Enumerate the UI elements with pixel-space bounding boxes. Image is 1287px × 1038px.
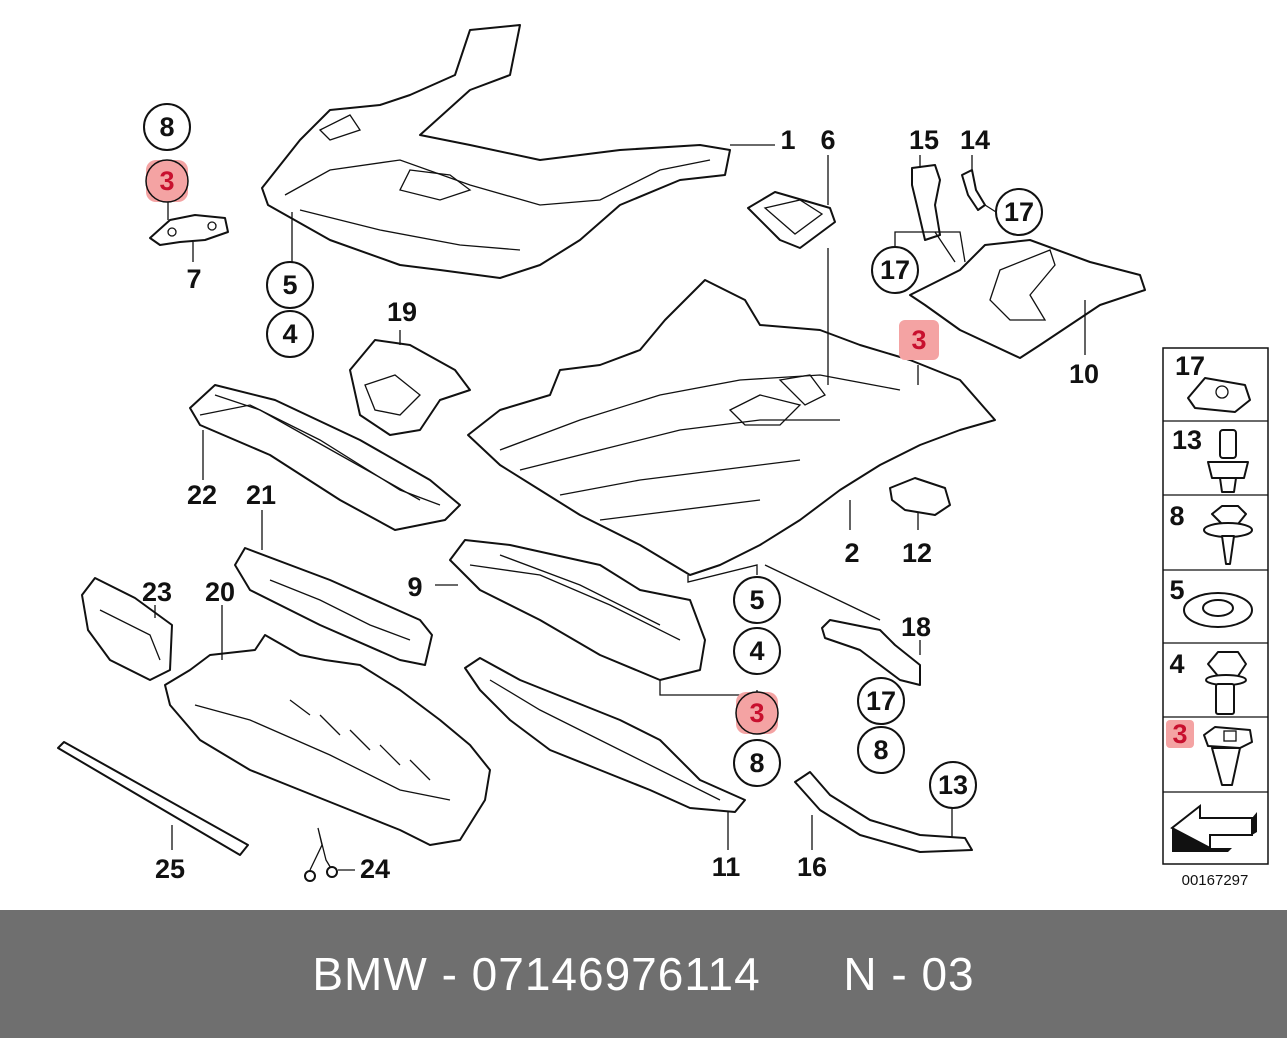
callout-9: 9 — [407, 572, 422, 602]
callout-8-circle-bottom: 8 — [733, 739, 781, 787]
legend-label-13: 13 — [1172, 425, 1202, 455]
callout-8-circle-right: 8 — [857, 726, 905, 774]
part-22-cross-member — [189, 384, 461, 531]
part-1-underbody-shield — [261, 24, 731, 279]
callout-15: 15 — [909, 125, 939, 155]
part-10-side-shield — [909, 239, 1146, 359]
part-2-main-underbody-shield — [467, 279, 996, 576]
part-23-deflector — [81, 577, 173, 681]
legend-label-5: 5 — [1169, 575, 1184, 605]
plastic-nut-icon — [1203, 726, 1253, 786]
callout-5-circle-bottom: 5 — [733, 576, 781, 624]
part-16-curved-strip — [794, 771, 973, 853]
footer-code: N - 03 — [843, 948, 975, 1000]
legend-label-4: 4 — [1169, 649, 1184, 679]
callout-3-highlight-bottom: 3 — [735, 691, 779, 735]
part-21-strut — [234, 547, 433, 666]
part-19-bracket — [349, 339, 471, 436]
callout-17-circle-right: 17 — [995, 188, 1043, 236]
svg-text:8: 8 — [873, 735, 888, 765]
callout-16: 16 — [797, 852, 827, 882]
svg-text:5: 5 — [749, 585, 764, 615]
part-number-footer: BMW - 07146976114 N - 03 — [0, 910, 1287, 1038]
svg-text:8: 8 — [159, 112, 174, 142]
svg-text:4: 4 — [282, 319, 297, 349]
legend-label-8: 8 — [1169, 501, 1184, 531]
part-11-air-guide — [464, 657, 746, 813]
legend-label-3: 3 — [1172, 719, 1187, 749]
callout-17-circle-bottom: 17 — [857, 677, 905, 725]
callout-3-highlight-top: 3 — [145, 159, 189, 203]
svg-text:3: 3 — [159, 166, 174, 196]
part-9-cross-member — [449, 539, 706, 681]
callout-6: 6 — [820, 125, 835, 155]
callout-11: 11 — [712, 852, 741, 882]
hex-screw-icon — [1203, 505, 1253, 565]
callout-17-circle-left: 17 — [871, 246, 919, 294]
svg-text:17: 17 — [880, 255, 910, 285]
callout-1: 1 — [780, 125, 795, 155]
svg-text:13: 13 — [938, 770, 968, 800]
part-14-bracket — [961, 169, 986, 211]
fastener-legend: 17 13 8 5 4 — [1162, 347, 1269, 865]
callout-25: 25 — [155, 854, 185, 884]
footer-spacer — [761, 947, 844, 1001]
direction-arrow-icon — [1170, 803, 1257, 852]
clip-nut-icon — [1187, 377, 1251, 413]
callout-5-circle-top: 5 — [266, 261, 314, 309]
leader-lines — [154, 144, 1086, 871]
svg-text:5: 5 — [282, 270, 297, 300]
part-7-bracket — [149, 214, 229, 246]
callout-19: 19 — [387, 297, 417, 327]
legend-highlight — [1166, 720, 1194, 748]
svg-text:3: 3 — [911, 325, 926, 355]
push-rivet-icon — [1207, 429, 1249, 493]
callout-12: 12 — [902, 538, 932, 568]
svg-text:3: 3 — [749, 698, 764, 728]
part-12-cover — [889, 477, 951, 516]
callout-10: 10 — [1069, 359, 1099, 389]
callout-4-circle-bottom: 4 — [733, 627, 781, 675]
callout-22: 22 — [187, 480, 217, 510]
callout-24: 24 — [360, 854, 390, 884]
callout-23: 23 — [142, 577, 172, 607]
footer-part-number: BMW - 07146976114 — [312, 948, 761, 1000]
svg-text:4: 4 — [749, 636, 764, 666]
hex-bolt-icon — [1205, 651, 1247, 715]
callout-21: 21 — [246, 480, 276, 510]
diagram-id: 00167297 — [1182, 872, 1249, 889]
part-24-clip — [304, 827, 338, 882]
callout-18: 18 — [901, 612, 931, 642]
callout-8-circle-top: 8 — [143, 103, 191, 151]
part-25-trim-strip — [57, 741, 249, 856]
callout-3-highlight-right: 3 — [899, 320, 939, 360]
legend-label-17: 17 — [1175, 351, 1205, 381]
callout-2: 2 — [844, 538, 859, 568]
washer-icon — [1183, 592, 1253, 628]
callout-4-circle-top: 4 — [266, 310, 314, 358]
part-18-bracket — [821, 619, 921, 686]
svg-text:8: 8 — [749, 748, 764, 778]
part-15-bracket — [911, 164, 941, 241]
callout-13-circle: 13 — [929, 761, 977, 809]
part-6-bracket — [747, 191, 836, 249]
callout-14: 14 — [960, 125, 990, 155]
part-20-front-panel — [164, 634, 491, 846]
svg-text:17: 17 — [1004, 197, 1034, 227]
parts-diagram: 1 2 6 7 9 10 11 12 14 15 16 18 19 20 21 … — [57, 24, 1269, 889]
svg-text:17: 17 — [866, 686, 896, 716]
callout-7: 7 — [186, 264, 201, 294]
callout-20: 20 — [205, 577, 235, 607]
